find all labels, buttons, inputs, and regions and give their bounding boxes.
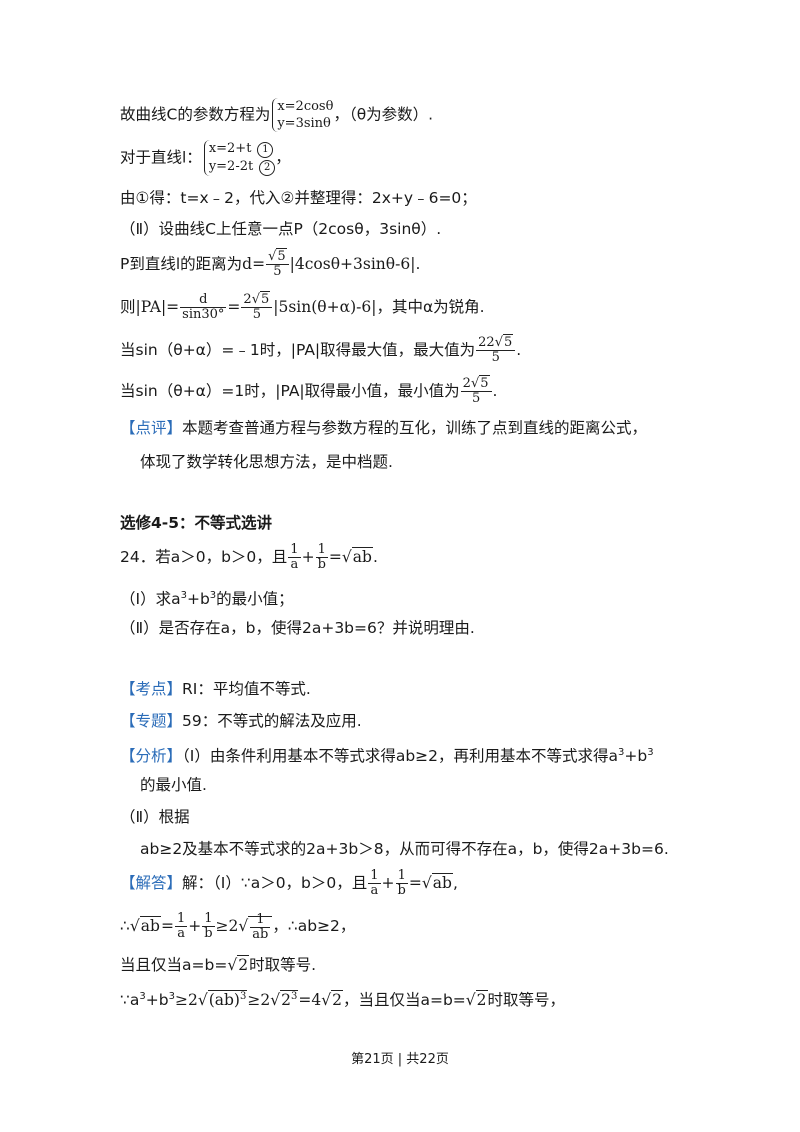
fenxi-line-2: 的最小值.: [140, 776, 207, 794]
circled-one: 1: [257, 142, 274, 158]
comment-line-2: 体现了数学转化思想方法，是中档题.: [140, 453, 393, 471]
fenxi-part-2: （Ⅱ）根据: [120, 808, 190, 826]
part-two-line: （Ⅱ）设曲线C上任意一点P（2cosθ，3sinθ）.: [120, 220, 442, 238]
fenxi-line-3: ab≥2及基本不等式求的2a+3b＞8，从而可得不存在a，b，使得2a+3b=6…: [140, 840, 669, 858]
comment-line-1: 【点评】本题考查普通方程与参数方程的互化，训练了点到直线的距离公式，: [120, 419, 648, 437]
general-equation-line: 由①得：t=x﹣2，代入②并整理得：2x+y﹣6=0；: [120, 189, 477, 207]
solution-step-3: ∵a3+b3≥2√(ab)3≥2√23=4√2，当且仅当a=b=√2时取等号，: [120, 990, 566, 1010]
circled-two: 2: [259, 160, 276, 176]
zhuanti-line: 【专题】59：不等式的解法及应用.: [120, 712, 362, 730]
page-footer: 第21页 | 共22页: [351, 1052, 449, 1067]
question-24-part-1: （Ⅰ）求a3+b3的最小值；: [120, 590, 294, 609]
solution-step-2: 当且仅当a=b=√2时取等号.: [120, 955, 317, 974]
comment-tag: 【点评】: [120, 419, 183, 437]
fenxi-line: 【分析】（Ⅰ）由条件利用基本不等式求得ab≥2，再利用基本不等式求得a3+b3: [120, 747, 654, 766]
question-24-part-2: （Ⅱ）是否存在a，b，使得2a+3b=6？并说明理由.: [120, 619, 475, 637]
kaodian-line: 【考点】RI：平均值不等式.: [120, 680, 311, 698]
section-heading: 选修4-5：不等式选讲: [120, 514, 273, 532]
